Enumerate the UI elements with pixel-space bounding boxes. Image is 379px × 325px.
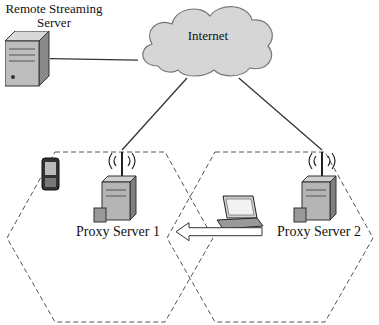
- server-icon: [5, 31, 50, 87]
- node-label: Proxy Server 2: [262, 224, 376, 239]
- laptop-icon: [217, 196, 263, 229]
- network-link: [50, 59, 138, 60]
- cell-hexagon: [7, 152, 213, 322]
- phone-icon: [42, 158, 59, 190]
- server-node: Remote Streaming Server: [2, 2, 106, 87]
- proxy-server-node: Proxy Server 1: [60, 150, 176, 239]
- network-link: [122, 78, 187, 150]
- proxy-tower-icon: [292, 150, 342, 224]
- proxy-tower-icon: [92, 150, 142, 224]
- proxy-server-node: Proxy Server 2: [262, 150, 376, 239]
- handover-arrow: [176, 223, 262, 241]
- node-label: Internet: [188, 29, 228, 49]
- node-label: Remote Streaming Server: [2, 2, 106, 31]
- internet-cloud: Internet: [138, 0, 278, 78]
- node-label: Proxy Server 1: [60, 224, 176, 239]
- network-link: [239, 78, 322, 150]
